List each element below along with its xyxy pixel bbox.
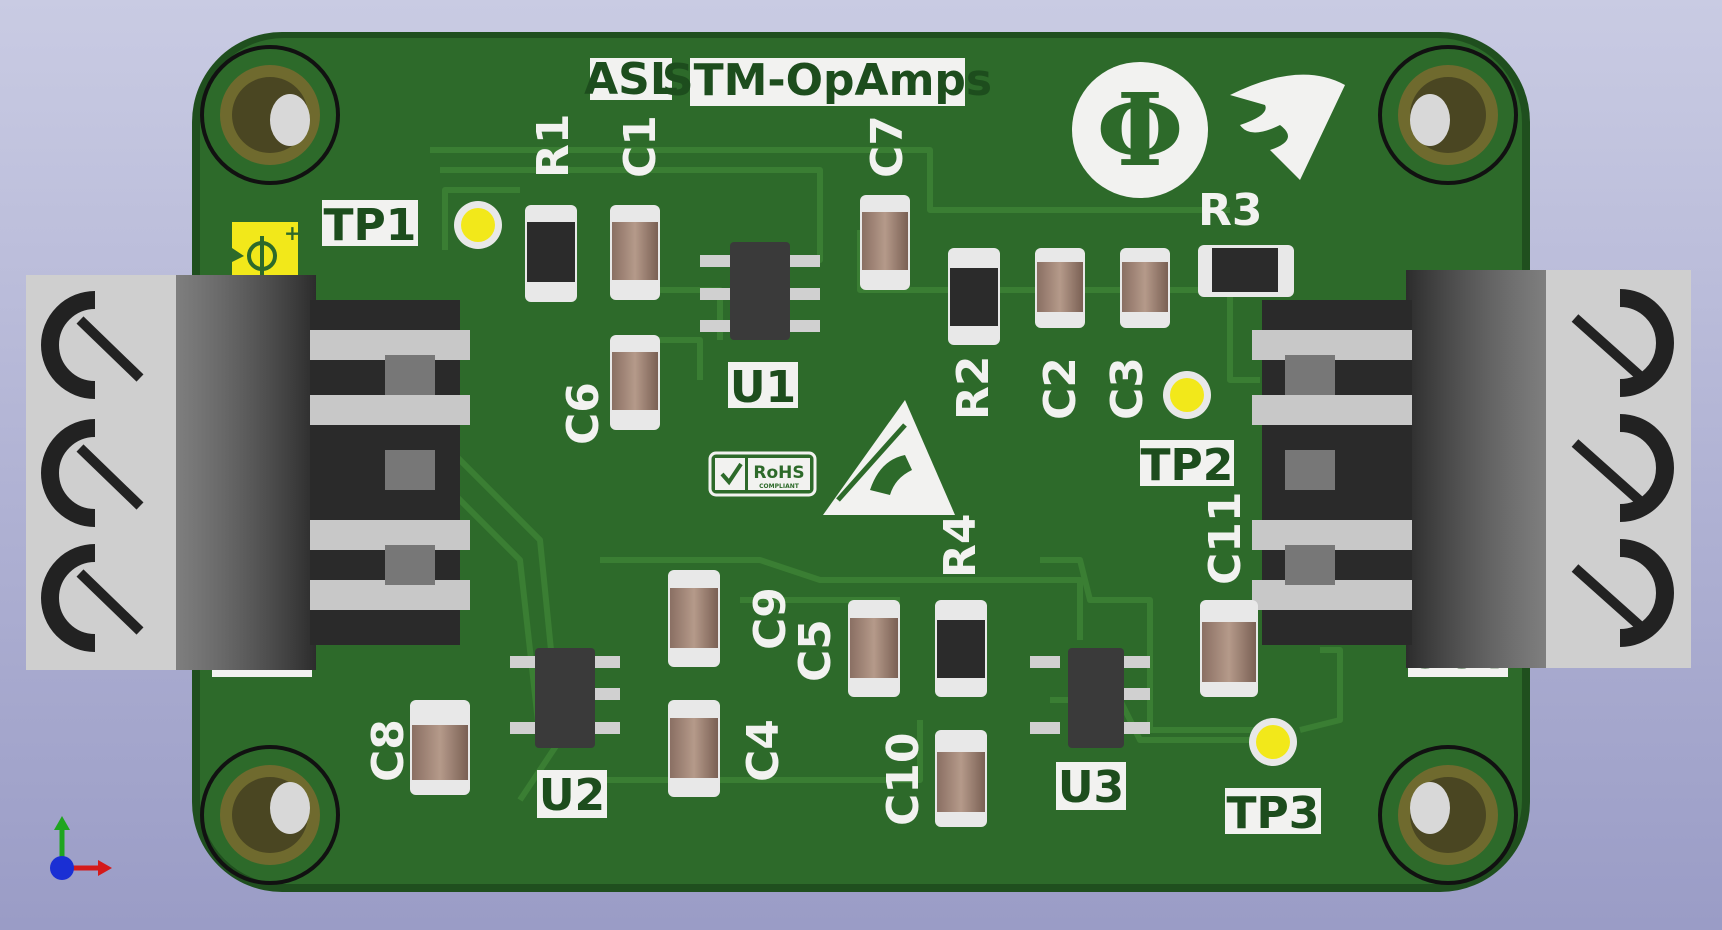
power-symbol-icon: + (232, 221, 301, 290)
esd-warning-icon (823, 400, 955, 515)
resistor-r3[interactable] (1198, 245, 1294, 297)
label-c2: C2 (1035, 357, 1086, 420)
label-tp2: TP2 (1141, 440, 1234, 491)
ic-u2[interactable] (510, 648, 620, 748)
capacitor-c4[interactable] (668, 700, 720, 797)
capacitor-c2[interactable] (1035, 248, 1085, 328)
capacitor-c5[interactable] (848, 600, 900, 697)
label-c1: C1 (615, 115, 666, 178)
svg-text:+: + (284, 221, 301, 245)
rohs-check-icon (720, 462, 743, 486)
terminal-block-psu: PSU (26, 275, 470, 679)
rohs-sub: COMPLIANT (759, 483, 800, 490)
resistor-r4[interactable] (935, 600, 987, 697)
capacitor-c8[interactable] (410, 700, 470, 795)
screw-icon (41, 291, 144, 399)
label-c5: C5 (790, 619, 841, 682)
svg-text:Φ: Φ (1096, 71, 1183, 189)
capacitor-c9[interactable] (668, 570, 720, 667)
label-u2: U2 (539, 770, 605, 821)
label-c7: C7 (862, 115, 913, 178)
test-point-tp3[interactable] (1249, 718, 1297, 766)
terminal-block-out: OUT (1252, 270, 1691, 679)
mounting-hole-tl (200, 45, 340, 185)
rohs-text: RoHS (753, 463, 804, 483)
screw-icon (41, 544, 144, 652)
rohs-badge: RoHS COMPLIANT (708, 451, 817, 497)
test-point-tp2[interactable] (1163, 371, 1211, 419)
mounting-hole-br (1378, 745, 1518, 885)
capacitor-c1[interactable] (610, 205, 660, 300)
resistor-r1[interactable] (525, 205, 577, 302)
label-u3: U3 (1058, 762, 1124, 813)
label-u1: U1 (730, 362, 796, 413)
label-tp1: TP1 (324, 200, 417, 251)
label-c8: C8 (363, 719, 414, 782)
capacitor-c11[interactable] (1200, 600, 1258, 697)
label-c3: C3 (1102, 357, 1153, 420)
screw-icon (1571, 289, 1674, 397)
test-point-tp1[interactable] (454, 201, 502, 249)
capacitor-c7[interactable] (860, 195, 910, 290)
ic-u3[interactable] (1030, 648, 1150, 748)
label-tp3: TP3 (1227, 788, 1320, 839)
screw-icon (1571, 539, 1674, 647)
logo-phi-icon: Φ (1072, 62, 1208, 198)
resistor-r2[interactable] (948, 248, 1000, 345)
title-asl: ASL (584, 54, 678, 105)
ic-u1[interactable] (700, 242, 820, 340)
axis-gizmo-icon (50, 816, 112, 880)
mounting-hole-tr (1378, 45, 1518, 185)
capacitor-c10[interactable] (935, 730, 987, 827)
capacitor-c3[interactable] (1120, 248, 1170, 328)
label-c4: C4 (738, 719, 789, 782)
screw-icon (1571, 414, 1674, 522)
title-stm-opamps: STM-OpAmps (662, 55, 992, 106)
label-r2: R2 (948, 356, 999, 421)
mounting-hole-bl (200, 745, 340, 885)
label-c9: C9 (745, 587, 796, 650)
label-r4: R4 (935, 514, 986, 579)
screw-icon (41, 419, 144, 527)
board-title: ASL STM-OpAmps (584, 54, 992, 106)
designator-labels: TP1 TP2 TP3 U1 U2 U3 R1 C1 C7 C6 R2 C2 C… (322, 114, 1321, 839)
label-r1: R1 (528, 114, 579, 179)
label-c11: C11 (1200, 491, 1251, 585)
logo-swoosh-icon (1230, 74, 1345, 180)
label-r3: R3 (1198, 185, 1263, 236)
capacitor-c6[interactable] (610, 335, 660, 430)
label-c10: C10 (878, 732, 929, 826)
label-c6: C6 (558, 382, 609, 445)
